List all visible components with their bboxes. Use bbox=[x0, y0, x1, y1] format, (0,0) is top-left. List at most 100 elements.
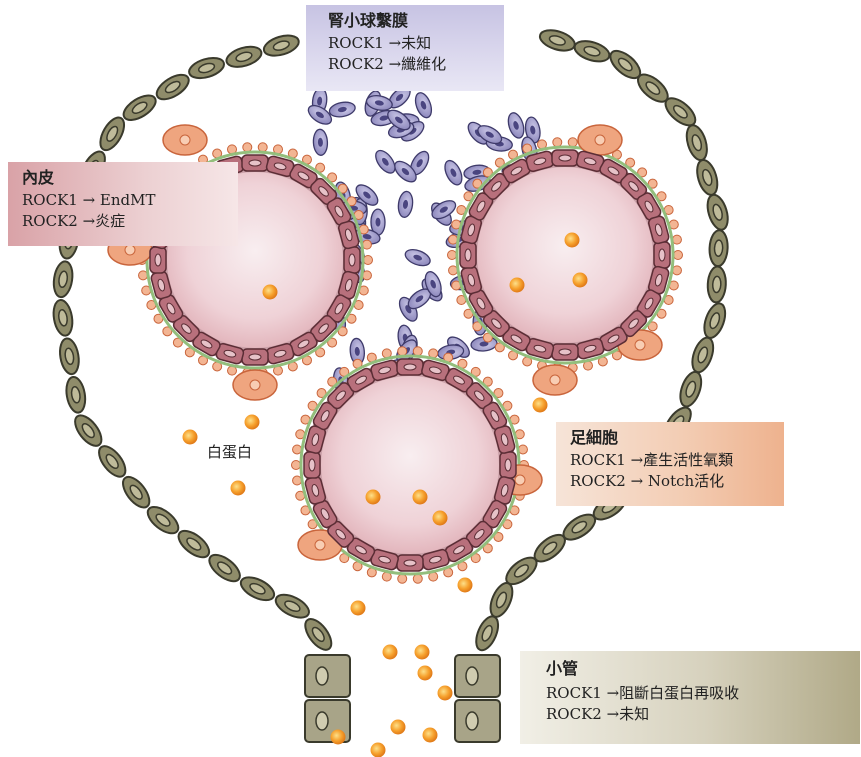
endothelial-cell bbox=[500, 452, 516, 478]
albumin-dot bbox=[418, 666, 433, 681]
albumin-dot bbox=[413, 490, 428, 505]
albumin-dot bbox=[351, 601, 366, 616]
capsule-cell bbox=[52, 260, 75, 298]
albumin-dot bbox=[231, 481, 246, 496]
capsule-cell bbox=[64, 376, 88, 414]
albumin-dot bbox=[263, 285, 278, 300]
mesangial-cell bbox=[403, 246, 432, 268]
albumin-dot bbox=[533, 398, 548, 413]
endothelial-cell bbox=[242, 155, 268, 171]
albumin-dot bbox=[433, 511, 448, 526]
albumin-dot bbox=[183, 430, 198, 445]
capsule-cell bbox=[94, 442, 130, 481]
capsule-cell bbox=[688, 335, 717, 375]
mesangial-cell bbox=[397, 191, 414, 219]
podocyte-nucleus bbox=[515, 475, 525, 485]
endothelium-rock1: ROCK1 → EndMT bbox=[22, 190, 228, 211]
capsule-cell bbox=[693, 158, 721, 198]
capsule-cell bbox=[70, 411, 106, 450]
tubule-title: 小管 bbox=[546, 657, 850, 681]
podocyte-nucleus bbox=[595, 135, 605, 145]
albumin-dot bbox=[391, 720, 406, 735]
mesangial-cell bbox=[313, 129, 328, 156]
capsule-cell bbox=[676, 369, 705, 409]
capsule-cell bbox=[58, 337, 82, 375]
podocyte-nucleus bbox=[250, 380, 260, 390]
endothelial-cell bbox=[304, 452, 320, 478]
capsule-cell bbox=[96, 114, 129, 154]
endothelial-cell bbox=[552, 344, 578, 360]
mesangial-cell bbox=[506, 111, 527, 140]
endothelial-cell bbox=[242, 349, 268, 365]
mesangial-cell bbox=[328, 100, 356, 119]
capsule-cell bbox=[237, 573, 277, 605]
endothelial-cell bbox=[344, 247, 360, 273]
endothelial-cell bbox=[150, 247, 166, 273]
capsule-cell bbox=[118, 472, 154, 511]
mesangial-cell bbox=[372, 147, 399, 176]
albumin-dot bbox=[438, 686, 453, 701]
podocyte-foot-process bbox=[413, 347, 422, 356]
albumin-dot bbox=[383, 645, 398, 660]
albumin-dot bbox=[573, 273, 588, 288]
capsule-cell bbox=[300, 615, 336, 655]
podocyte-foot-process bbox=[398, 347, 407, 356]
podocyte-nucleus bbox=[315, 540, 325, 550]
podocyte-nucleus bbox=[635, 340, 645, 350]
mesangium-rock1: ROCK1 →未知 bbox=[328, 33, 494, 54]
capsule-cell bbox=[486, 580, 517, 620]
podocyte-nucleus bbox=[550, 375, 560, 385]
albumin-dot bbox=[331, 730, 346, 745]
albumin-dot bbox=[366, 490, 381, 505]
capsule-cell bbox=[174, 526, 213, 562]
podocyte-foot-process bbox=[568, 138, 577, 147]
tubule-nucleus bbox=[466, 712, 478, 730]
endothelium-rock2: ROCK2 →炎症 bbox=[22, 211, 228, 232]
capsule-cell bbox=[700, 301, 729, 341]
capillary-lumen bbox=[477, 167, 653, 343]
tubule-nucleus bbox=[316, 712, 328, 730]
albumin-label: 白蛋白 bbox=[207, 441, 252, 462]
podocyte-foot-process bbox=[258, 143, 267, 152]
podocyte-nucleus bbox=[125, 245, 135, 255]
albumin-dot bbox=[565, 233, 580, 248]
capsule-cell bbox=[272, 590, 312, 622]
podocyte-foot-process bbox=[364, 256, 373, 265]
tubule-rock2: ROCK2 →未知 bbox=[546, 704, 850, 725]
podocyte-foot-process bbox=[292, 461, 301, 470]
podocyte-foot-process bbox=[553, 138, 562, 147]
albumin-dot bbox=[371, 743, 386, 757]
capsule-cell bbox=[537, 26, 577, 54]
mesangial-cell bbox=[442, 158, 466, 187]
capsule-cell bbox=[187, 54, 227, 82]
endothelial-cell bbox=[397, 359, 423, 375]
albumin-dot bbox=[245, 415, 260, 430]
tubule-rock1: ROCK1 →阻斷白蛋白再吸收 bbox=[546, 683, 850, 704]
mesangium-title: 腎小球繫膜 bbox=[328, 9, 494, 33]
tubule-nucleus bbox=[466, 667, 478, 685]
albumin-dot bbox=[415, 645, 430, 660]
endothelial-cell bbox=[654, 242, 670, 268]
podocyte-foot-process bbox=[243, 143, 252, 152]
podocyte-rock1: ROCK1 →產生活性氧類 bbox=[570, 450, 774, 471]
podocyte-label-box: 足細胞 ROCK1 →產生活性氧類 ROCK2 → Notch活化 bbox=[556, 422, 784, 506]
endothelial-cell bbox=[397, 555, 423, 571]
endothelial-cell bbox=[460, 242, 476, 268]
albumin-dot bbox=[458, 578, 473, 593]
tubule-label-box: 小管 ROCK1 →阻斷白蛋白再吸收 ROCK2 →未知 bbox=[520, 651, 860, 744]
endothelium-title: 內皮 bbox=[22, 166, 228, 190]
capsule-cell bbox=[224, 43, 264, 71]
albumin-dot bbox=[423, 728, 438, 743]
capsule-cell bbox=[572, 37, 612, 65]
capsule-cell bbox=[120, 91, 160, 125]
podocyte-foot-process bbox=[398, 574, 407, 583]
mesangium-rock2: ROCK2 →纖維化 bbox=[328, 54, 494, 75]
podocyte-foot-process bbox=[448, 251, 457, 260]
capsule-cell bbox=[709, 230, 729, 267]
endothelial-cell bbox=[552, 150, 578, 166]
podocyte-foot-process bbox=[674, 251, 683, 260]
mesangium-label-box: 腎小球繫膜 ROCK1 →未知 ROCK2 →纖維化 bbox=[306, 5, 504, 91]
capsule-cell bbox=[707, 266, 727, 303]
capsule-cell bbox=[143, 502, 182, 538]
